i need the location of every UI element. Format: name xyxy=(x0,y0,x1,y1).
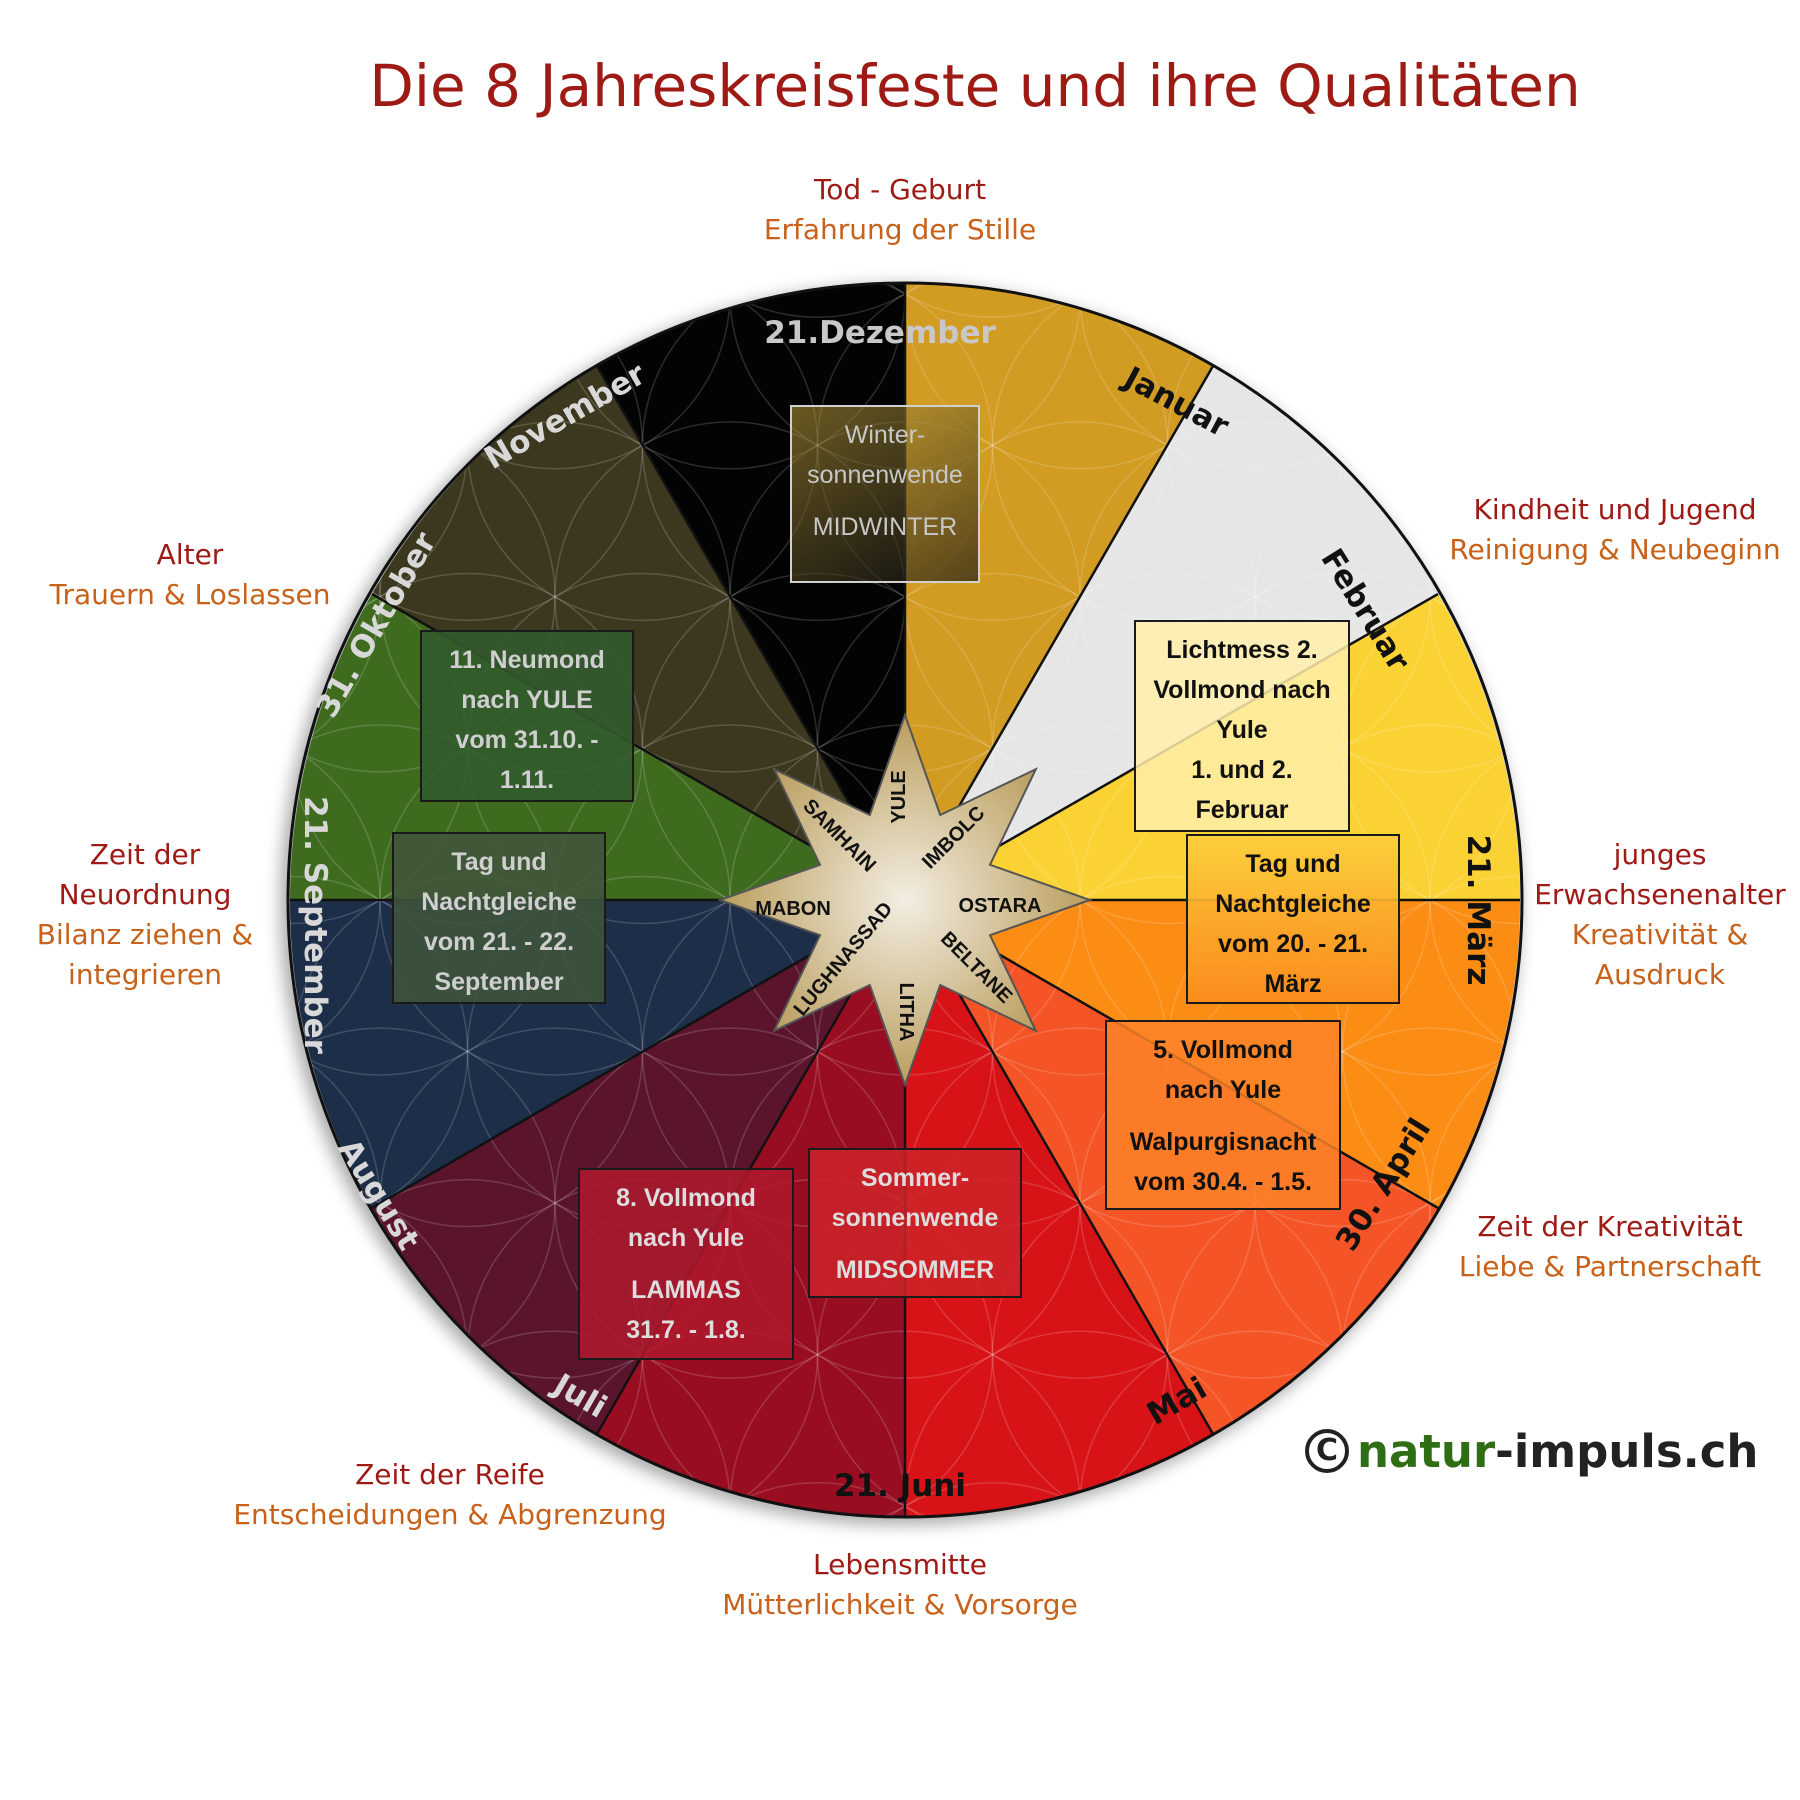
phase-label-upper-right: Kindheit und Jugend Reinigung & Neubegin… xyxy=(1430,490,1800,570)
phase-text: Zeit der Kreativität xyxy=(1477,1210,1743,1243)
box-line: Tag und xyxy=(451,848,547,876)
quality-text: Bilanz ziehen & xyxy=(36,918,254,951)
box-line: Februar xyxy=(1195,796,1289,824)
box-line: 8. Vollmond xyxy=(616,1184,756,1212)
info-box-lammas: 8. Vollmond nach Yule LAMMAS 31.7. - 1.8… xyxy=(578,1168,794,1360)
box-line: März xyxy=(1264,970,1322,998)
info-box-walpurgis: 5. Vollmond nach Yule Walpurgisnacht vom… xyxy=(1105,1020,1341,1210)
pattern-circle xyxy=(1429,421,1522,773)
box-line: Sommer- xyxy=(860,1164,970,1192)
box-line: sonnenwende xyxy=(807,461,963,489)
pattern-circle xyxy=(816,283,1169,318)
quality-text: Liebe & Partnerschaft xyxy=(1458,1250,1762,1283)
month-label-september: 21. September xyxy=(297,796,333,1055)
phase-text: junges xyxy=(1613,838,1707,871)
segment-may-june xyxy=(905,900,1213,1517)
box-line: 5. Vollmond xyxy=(1153,1036,1293,1064)
festival-star xyxy=(716,711,1094,1089)
phase-label-upper-left: Alter Trauern & Loslassen xyxy=(40,535,340,615)
info-box-summer-solstice: Sommer- sonnenwende MIDSOMMER xyxy=(808,1148,1022,1298)
box-line: Yule xyxy=(1216,716,1268,744)
segment-december-january xyxy=(905,283,1213,900)
quality-text: Entscheidungen & Abgrenzung xyxy=(233,1498,667,1531)
quality-text: Mütterlichkeit & Vorsorge xyxy=(722,1588,1078,1621)
phase-label-lower-left: Zeit der Reife Entscheidungen & Abgrenzu… xyxy=(220,1455,680,1535)
quality-text: Reinigung & Neubeginn xyxy=(1449,533,1781,566)
box-line: 11. Neumond xyxy=(449,646,605,674)
copyright-icon: C xyxy=(1305,1429,1349,1473)
pattern-circle xyxy=(641,1482,994,1517)
quality-text: Ausdruck xyxy=(1594,958,1726,991)
quality-text: Erfahrung der Stille xyxy=(763,213,1037,246)
box-line: Lichtmess 2. xyxy=(1166,636,1318,664)
month-label-maerz: 21. März xyxy=(1460,835,1496,986)
month-label-dezember: 21.Dezember xyxy=(764,315,996,351)
box-line: 1.11. xyxy=(499,766,555,794)
segments xyxy=(289,283,1521,1517)
info-box-winter-solstice: Winter- sonnenwende MIDWINTER xyxy=(790,405,980,583)
pattern-circle xyxy=(641,283,994,318)
phase-label-top: Tod - Geburt Erfahrung der Stille xyxy=(700,170,1100,250)
phase-label-bottom: Lebensmitte Mütterlichkeit & Vorsorge xyxy=(700,1545,1100,1625)
pattern-circle xyxy=(288,421,381,773)
box-line: sonnenwende xyxy=(831,1204,999,1232)
box-line: LAMMAS xyxy=(631,1276,741,1304)
phase-text: Lebensmitte xyxy=(813,1548,987,1581)
box-line: 31.7. - 1.8. xyxy=(626,1316,746,1344)
box-line: vom 30.4. - 1.5. xyxy=(1134,1168,1312,1196)
box-line: Nachtgleiche xyxy=(421,888,577,916)
page-title: Die 8 Jahreskreisfeste und ihre Qualität… xyxy=(369,52,1581,120)
phase-text: Zeit der xyxy=(89,838,201,871)
box-line: Winter- xyxy=(844,421,926,449)
box-line: Vollmond nach xyxy=(1153,676,1331,704)
month-label-juni: 21. Juni xyxy=(834,1468,966,1504)
box-line: Nachtgleiche xyxy=(1215,890,1371,918)
box-line: Tag und xyxy=(1245,850,1341,878)
box-line: 1. und 2. xyxy=(1191,756,1293,784)
brand-part-1: natur xyxy=(1357,1425,1496,1478)
phase-text: Zeit der Reife xyxy=(355,1458,545,1491)
wheel-rim xyxy=(286,281,1524,1519)
phase-label-lower-right: Zeit der Kreativität Liebe & Partnerscha… xyxy=(1440,1207,1780,1287)
segment-october-november xyxy=(372,366,905,900)
festival-yule: YULE xyxy=(888,770,910,823)
box-line: MIDSOMMER xyxy=(835,1256,995,1284)
phase-text: Kindheit und Jugend xyxy=(1473,493,1757,526)
box-line: MIDWINTER xyxy=(812,513,958,541)
segment-july-august xyxy=(372,900,905,1434)
phase-text: Neuordnung xyxy=(58,878,232,911)
phase-label-right: junges Erwachsenenalter Kreativität & Au… xyxy=(1520,835,1800,995)
phase-label-left: Zeit der Neuordnung Bilanz ziehen & inte… xyxy=(20,835,270,995)
box-line: vom 20. - 21. xyxy=(1217,930,1369,958)
quality-text: Kreativität & xyxy=(1571,918,1749,951)
quality-text: integrieren xyxy=(68,958,222,991)
info-box-samhain: 11. Neumond nach YULE vom 31.10. - 1.11. xyxy=(420,630,634,802)
box-line: vom 21. - 22. xyxy=(423,928,575,956)
festival-litha: LITHA xyxy=(895,983,917,1042)
box-line: nach YULE xyxy=(461,686,593,714)
quality-text: Trauern & Loslassen xyxy=(49,578,331,611)
info-box-autumn-equinox: Tag und Nachtgleiche vom 21. - 22. Septe… xyxy=(392,832,606,1004)
festival-ostara: OSTARA xyxy=(959,895,1042,917)
info-box-lichtmess: Lichtmess 2. Vollmond nach Yule 1. und 2… xyxy=(1134,620,1350,832)
box-line: Walpurgisnacht xyxy=(1129,1128,1317,1156)
phase-text: Erwachsenenalter xyxy=(1534,878,1786,911)
brand-part-2: -impuls.ch xyxy=(1495,1425,1759,1478)
pattern-circle xyxy=(816,1482,1169,1517)
phase-text: Tod - Geburt xyxy=(813,173,987,206)
festival-mabon: MABON xyxy=(755,898,831,920)
phase-text: Alter xyxy=(156,538,224,571)
box-line: nach Yule xyxy=(1164,1076,1282,1104)
box-line: vom 31.10. - xyxy=(455,726,599,754)
box-line: September xyxy=(434,968,564,996)
info-box-spring-equinox: Tag und Nachtgleiche vom 20. - 21. März xyxy=(1186,834,1400,1004)
box-line: nach Yule xyxy=(627,1224,745,1252)
